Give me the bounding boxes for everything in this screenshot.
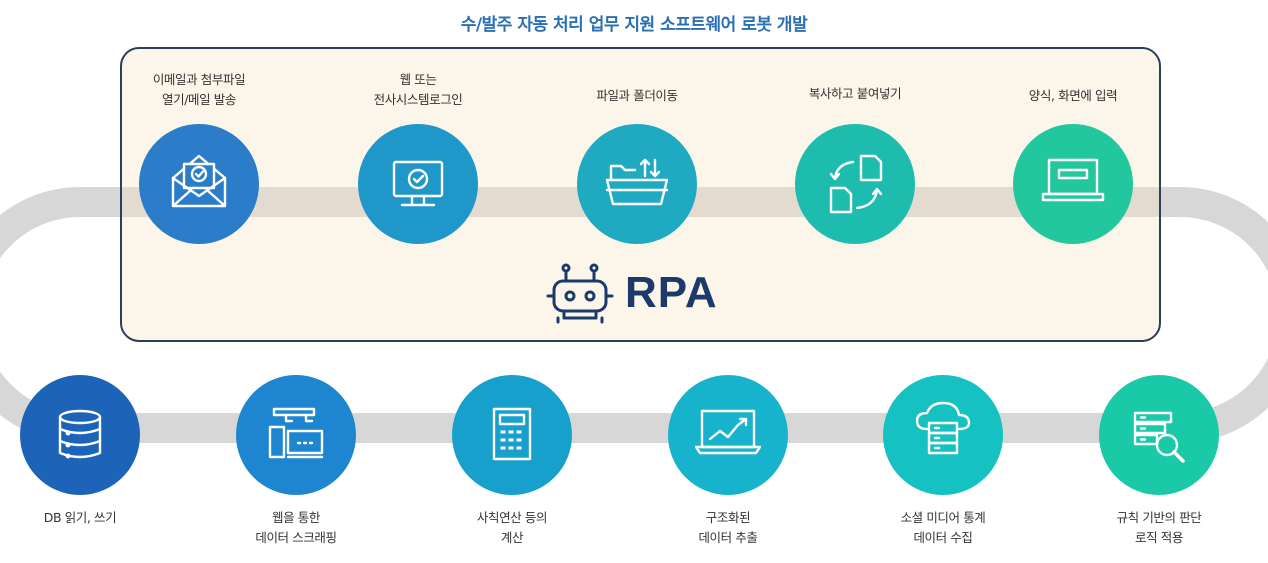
label-line: 웹 또는 — [399, 72, 437, 87]
label-line: 파일과 폴더이동 — [596, 88, 678, 103]
step-top-5-circle — [1013, 124, 1133, 244]
bottom-step-label-6: 규칙 기반의 판단 로직 적용 — [1059, 508, 1259, 548]
label-line: 이메일과 첨부파일 — [152, 72, 246, 87]
step-bottom-4-circle — [668, 375, 788, 495]
top-step-label-2: 웹 또는 전사시스템로그인 — [318, 70, 518, 110]
page-title: 수/발주 자동 처리 업무 지원 소프트웨어 로봇 개발 — [460, 15, 808, 35]
label-line: 열기/메일 발송 — [162, 92, 236, 107]
step-bottom-3-circle — [452, 375, 572, 495]
bottom-step-label-2: 웹을 통한 데이터 스크래핑 — [196, 508, 396, 548]
robot-icon — [546, 263, 614, 324]
label-line: 규칙 기반의 판단 — [1116, 510, 1202, 525]
label-line: 웹을 통한 — [272, 510, 320, 525]
step-bottom-6 — [1099, 375, 1219, 495]
top-step-label-3: 파일과 폴더이동 — [537, 86, 737, 106]
server-search-icon — [1133, 411, 1185, 463]
step-bottom-3 — [452, 375, 572, 495]
label-line: 복사하고 붙여넣기 — [808, 86, 902, 101]
label-line: 구조화된 — [705, 510, 751, 525]
copy-paste-icon — [829, 154, 883, 214]
step-top-2-circle — [358, 124, 478, 244]
bottom-step-label-1: DB 읽기, 쓰기 — [0, 508, 180, 528]
label-line: 로직 적용 — [1135, 530, 1183, 545]
laptop-form-icon — [1041, 158, 1105, 202]
step-bottom-4 — [668, 375, 788, 495]
step-top-4-circle — [795, 124, 915, 244]
label-line: 데이터 스크래핑 — [255, 530, 337, 545]
step-bottom-6-circle — [1099, 375, 1219, 495]
bottom-step-label-3: 사칙연산 등의 계산 — [412, 508, 612, 548]
folder-move-icon — [605, 158, 669, 206]
step-bottom-2-circle — [236, 375, 356, 495]
step-bottom-1 — [20, 375, 140, 495]
label-line: 데이터 수집 — [913, 530, 973, 545]
label-line: 전사시스템로그인 — [373, 92, 463, 107]
step-top-2 — [358, 124, 478, 244]
label-line: 사칙연산 등의 — [476, 510, 548, 525]
step-top-3 — [577, 124, 697, 244]
step-top-1 — [139, 124, 259, 244]
cloud-server-icon — [915, 401, 971, 455]
step-top-5 — [1013, 124, 1133, 244]
label-line: 양식, 화면에 입력 — [1028, 88, 1118, 103]
monitor-check-icon — [392, 160, 444, 207]
chart-laptop-icon — [694, 409, 762, 455]
step-bottom-2 — [236, 375, 356, 495]
devices-icon — [268, 407, 324, 459]
label-line: 데이터 추출 — [698, 530, 758, 545]
envelope-check-icon — [171, 154, 227, 208]
bottom-step-label-5: 소셜 미디어 통계 데이터 수집 — [843, 508, 1043, 548]
step-bottom-1-circle — [20, 375, 140, 495]
top-step-label-5: 양식, 화면에 입력 — [973, 86, 1173, 106]
calculator-icon — [492, 407, 532, 461]
bottom-step-label-4: 구조화된 데이터 추출 — [628, 508, 828, 548]
top-step-label-4: 복사하고 붙여넣기 — [755, 84, 955, 104]
step-bottom-5 — [883, 375, 1003, 495]
step-top-3-circle — [577, 124, 697, 244]
label-line: 계산 — [500, 530, 524, 545]
step-top-4 — [795, 124, 915, 244]
top-step-label-1: 이메일과 첨부파일 열기/메일 발송 — [99, 70, 299, 110]
step-bottom-5-circle — [883, 375, 1003, 495]
label-line: DB 읽기, 쓰기 — [43, 510, 117, 525]
rpa-label: RPA — [625, 268, 718, 317]
database-icon — [58, 409, 102, 459]
label-line: 소셜 미디어 통계 — [900, 510, 986, 525]
